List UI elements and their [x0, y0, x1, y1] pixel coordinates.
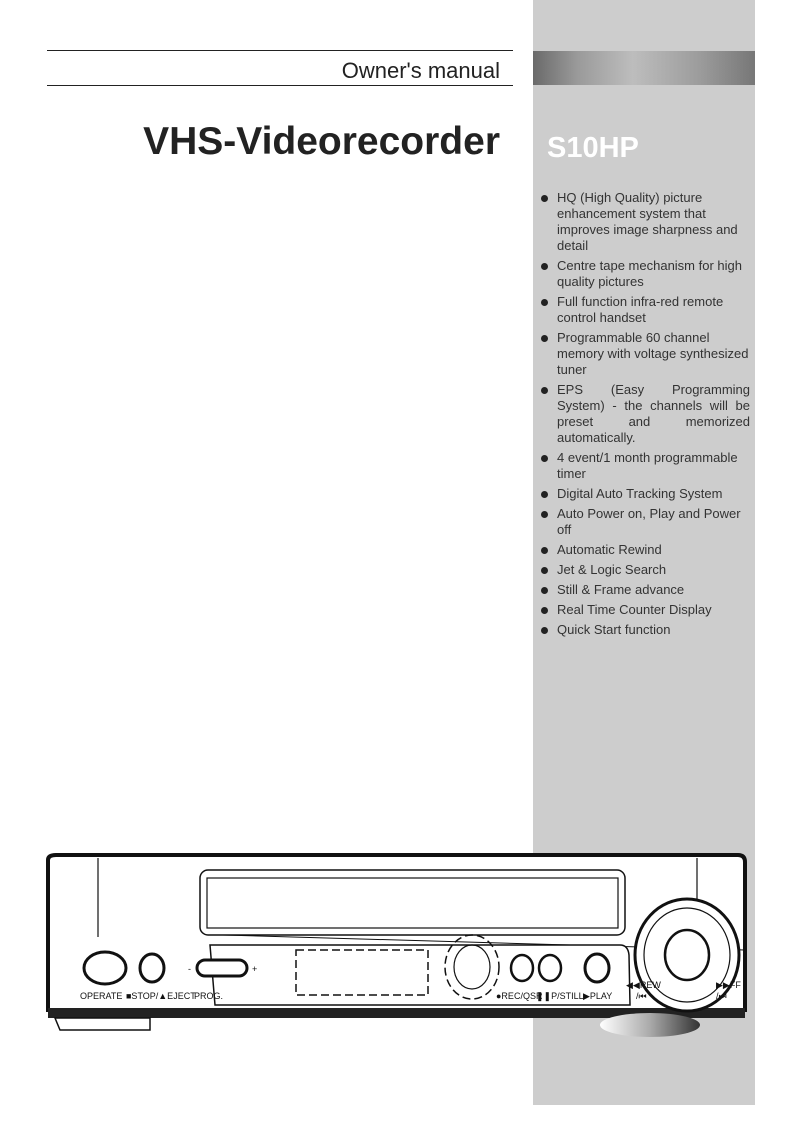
rec-button[interactable]	[509, 953, 535, 983]
bottom-rule	[47, 85, 513, 86]
prog-plus-label: +	[252, 964, 257, 974]
header-gradient-bar	[533, 51, 755, 85]
feature-item: Centre tape mechanism for high quality p…	[540, 258, 750, 290]
rec-label: ●REC/QSR	[496, 991, 543, 1001]
feature-item: Auto Power on, Play and Power off	[540, 506, 750, 538]
feature-item: EPS (Easy Programming System) - the chan…	[540, 382, 750, 446]
feature-item: Full function infra-red remote control h…	[540, 294, 750, 326]
feature-list: HQ (High Quality) picture enhancement sy…	[540, 190, 750, 642]
prog-rocker-button[interactable]	[195, 958, 249, 978]
feature-item: Automatic Rewind	[540, 542, 750, 558]
feature-item: Digital Auto Tracking System	[540, 486, 750, 502]
operate-label: OPERATE	[80, 991, 122, 1001]
play-label: ▶PLAY	[583, 991, 612, 1001]
feature-item: Real Time Counter Display	[540, 602, 750, 618]
pause-label: ❚❚P/STILL	[536, 991, 584, 1002]
stop-eject-button[interactable]	[138, 952, 166, 984]
feature-item: 4 event/1 month programmable timer	[540, 450, 750, 482]
feature-item: HQ (High Quality) picture enhancement sy…	[540, 190, 750, 254]
shuttle-dial[interactable]	[633, 897, 741, 1013]
rew-skip-label: /⏮	[636, 991, 647, 1001]
ff-skip-label: /⏭	[716, 991, 727, 1001]
prog-label: PROG.	[194, 991, 223, 1001]
feature-item: Quick Start function	[540, 622, 750, 638]
prog-minus-label: -	[188, 964, 191, 974]
page-title: VHS-Videorecorder	[143, 120, 500, 163]
feature-item: Jet & Logic Search	[540, 562, 750, 578]
play-button[interactable]	[583, 952, 611, 984]
model-number: S10HP	[547, 132, 639, 164]
owners-manual-label: Owner's manual	[341, 58, 500, 83]
rew-label: ◀◀REW	[626, 980, 661, 990]
stop-eject-label: ■STOP/▲EJECT	[126, 991, 196, 1001]
ff-label: ▶▶FF	[716, 980, 741, 990]
pause-button[interactable]	[537, 953, 563, 983]
feature-item: Still & Frame advance	[540, 582, 750, 598]
feature-item: Programmable 60 channel memory with volt…	[540, 330, 750, 378]
operate-button[interactable]	[82, 950, 128, 986]
top-rule	[47, 50, 513, 51]
